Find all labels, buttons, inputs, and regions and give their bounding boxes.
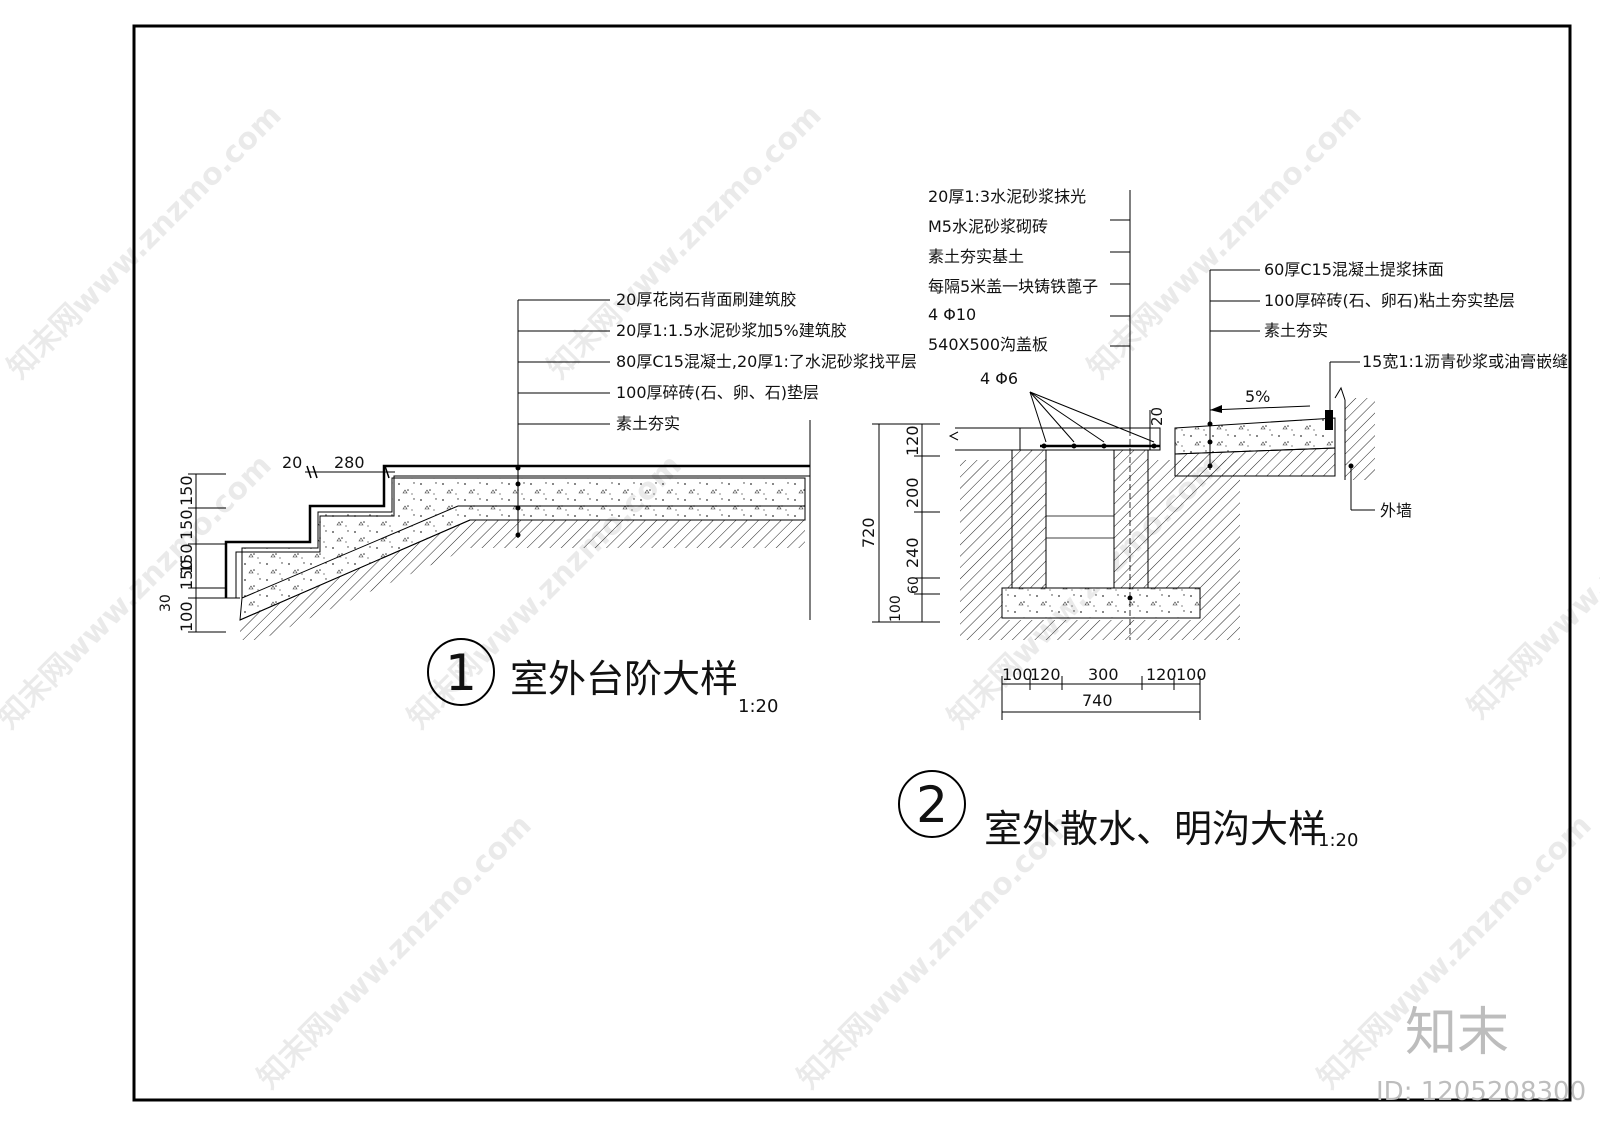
detail-2-trench: 外墙 5% 15宽1:1沥青砂浆或油膏嵌缝 20厚1:3水泥砂浆抹光 M5水泥砂… (859, 187, 1568, 851)
slope-label: 5% (1245, 387, 1270, 406)
layer-label: 4 Φ10 (928, 305, 976, 324)
watermark-text: 知末网www.znzmo.com (1461, 438, 1600, 726)
rebar-label: 4 Φ6 (980, 369, 1018, 388)
watermark-layer: 知末网www.znzmo.com 知末网www.znzmo.com 知末网www… (0, 98, 1600, 1096)
watermark-text: 知末网www.znzmo.com (1081, 98, 1369, 386)
layer-label: 100厚碎砖(石、卵、石)垫层 (616, 383, 819, 402)
detail-title: 室外散水、明沟大样 (984, 807, 1326, 851)
layer-label: 20厚花岗石背面刷建筑胶 (616, 290, 796, 309)
dim-label: 150 (177, 509, 196, 540)
dim-label: 300 (1088, 665, 1119, 684)
layer-label: 100厚碎砖(石、卵石)粘土夯实垫层 (1264, 291, 1515, 310)
watermark-text: 知末网www.znzmo.com (541, 98, 829, 386)
dim-label: 150 (177, 543, 196, 574)
detail-scale: 1:20 (1318, 830, 1358, 851)
layer-label: 540X500沟盖板 (928, 335, 1048, 354)
dim-label: 60 (906, 576, 922, 594)
dim-label: 280 (334, 453, 365, 472)
layer-label: M5水泥砂浆砌砖 (928, 217, 1048, 236)
detail-title: 室外台阶大样 (510, 657, 738, 701)
dim-label: 120 (903, 425, 922, 456)
drawing-frame (132, 24, 1572, 1102)
layer-label: 20厚1:1.5水泥砂浆加5%建筑胶 (616, 321, 847, 340)
brand-logo: 知末 (1405, 1003, 1509, 1063)
dim-label: 200 (903, 477, 922, 508)
detail-number: 1 (445, 644, 477, 702)
joint-note: 15宽1:1沥青砂浆或油膏嵌缝 (1362, 352, 1568, 371)
image-id: ID: 1205208300 (1376, 1077, 1586, 1107)
detail-number: 2 (916, 776, 948, 834)
dim-label: 100 (177, 601, 196, 632)
layer-label: 80厚C15混凝士,20厚1:了水泥砂浆找平层 (616, 352, 917, 371)
layer-label: 每隔5米盖一块铸铁蓖子 (928, 277, 1098, 296)
dim-label: 20 (282, 453, 302, 472)
dim-label: 150 (177, 475, 196, 506)
detail-scale: 1:20 (738, 696, 778, 717)
dim-label: 150 (177, 559, 196, 590)
dim-label: 240 (903, 537, 922, 568)
dim-label: 30 (158, 594, 174, 612)
layer-label: 60厚C15混凝土提浆抹面 (1264, 260, 1444, 279)
dim-label: 20 (1148, 407, 1166, 426)
layer-label: 素土夯实 (1264, 321, 1328, 340)
dim-label: 100 (1002, 665, 1033, 684)
dim-label: 100 (888, 595, 904, 622)
dim-label: 120 (1030, 665, 1061, 684)
dim-label: 740 (1082, 691, 1113, 710)
layer-label: 素土夯实基土 (928, 247, 1024, 266)
dim-label: 100 (1176, 665, 1207, 684)
wall-label: 外墙 (1380, 501, 1412, 520)
watermark-text: 知末网www.znzmo.com (0, 448, 279, 736)
detail-number-circle (898, 770, 966, 838)
watermark-text: 知末网www.znzmo.com (791, 808, 1079, 1096)
dim-label: 720 (859, 517, 878, 548)
detail-1-steps: 20厚花岗石背面刷建筑胶 20厚1:1.5水泥砂浆加5%建筑胶 80厚C15混凝… (158, 290, 917, 717)
layer-label: 素土夯实 (616, 414, 680, 433)
layer-label: 20厚1:3水泥砂浆抹光 (928, 187, 1086, 206)
watermark-text: 知末网www.znzmo.com (251, 808, 539, 1096)
detail-number-circle (427, 638, 495, 706)
watermark-text: 知末网www.znzmo.com (1, 98, 289, 386)
dim-label: 120 (1146, 665, 1177, 684)
